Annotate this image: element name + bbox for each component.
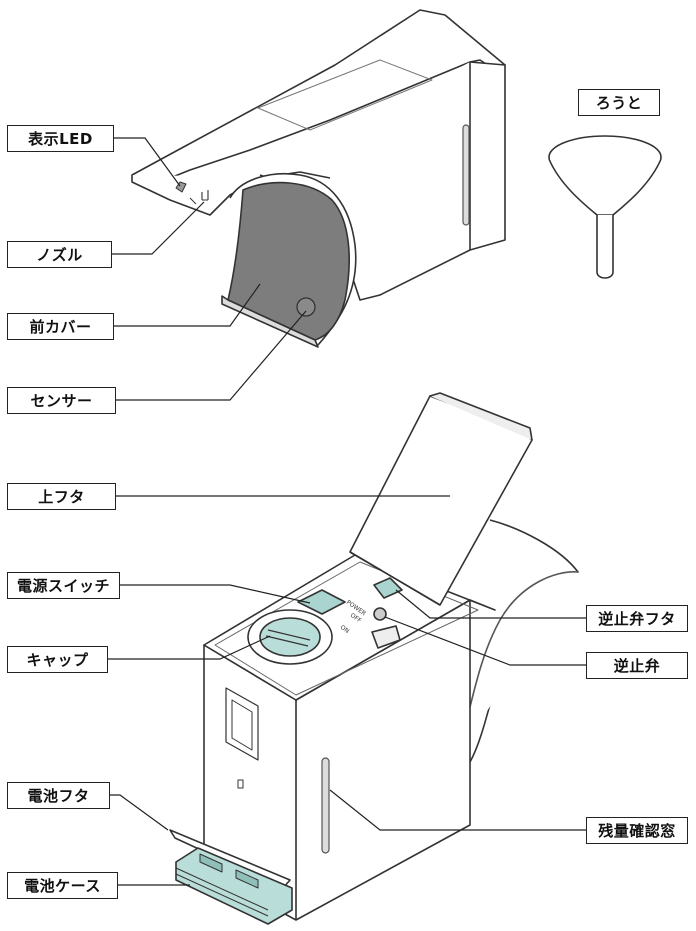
leader-led	[114, 137, 181, 187]
label-battery-case: 電池ケース	[7, 872, 118, 899]
label-power-switch: 電源スイッチ	[7, 572, 120, 599]
label-cap: キャップ	[7, 646, 108, 673]
label-sensor: センサー	[7, 387, 116, 414]
leader-sensor	[116, 310, 307, 401]
top-dispenser	[131, 9, 506, 348]
funnel-illustration	[548, 135, 662, 279]
label-funnel: ろうと	[578, 89, 660, 116]
leader-lines	[108, 137, 586, 886]
leader-front-cover	[114, 283, 261, 327]
leader-power-switch	[120, 584, 311, 604]
label-check-valve-lid: 逆止弁フタ	[586, 605, 688, 632]
bottom-dispenser: POWER OFF ON	[169, 392, 579, 925]
on-mark: ON	[339, 624, 351, 635]
label-led: 表示LED	[7, 125, 114, 152]
leader-check-valve	[384, 616, 586, 666]
leader-remaining-window	[329, 789, 586, 831]
leader-battery-lid	[110, 794, 169, 831]
label-top-lid: 上フタ	[7, 483, 116, 510]
leader-nozzle	[112, 201, 205, 255]
label-nozzle: ノズル	[7, 241, 112, 268]
leader-check-valve-lid	[395, 589, 586, 619]
label-check-valve: 逆止弁	[586, 652, 688, 679]
label-remaining-window: 残量確認窓	[586, 817, 688, 844]
label-battery-lid: 電池フタ	[7, 782, 110, 809]
leader-cap	[108, 635, 271, 660]
label-front-cover: 前カバー	[7, 313, 114, 340]
